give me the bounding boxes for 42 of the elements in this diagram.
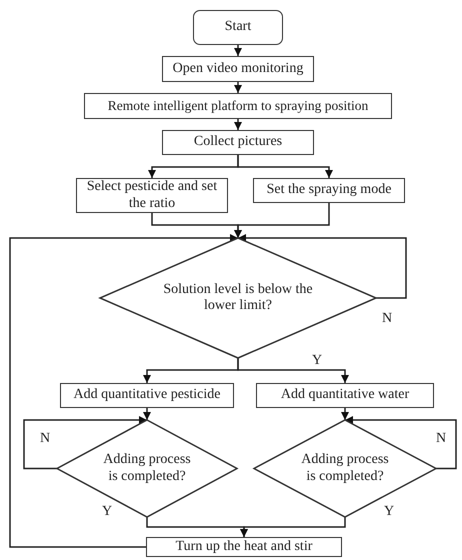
arrow (345, 416, 457, 470)
decision-text: Solution level is below the lower limit? (163, 282, 313, 314)
process-box (162, 56, 314, 82)
step-text: Remote intelligent platform to spraying position (108, 98, 368, 114)
step-text: Start (224, 19, 252, 36)
step-text: Collect pictures (194, 134, 282, 151)
arrow (240, 517, 346, 537)
arrow (237, 358, 349, 383)
step-text: Add quantitative water (280, 387, 410, 404)
edge-label: Y (312, 354, 322, 368)
arrow (234, 45, 242, 56)
terminal-box (193, 10, 283, 45)
arrow (23, 416, 147, 470)
arrow (341, 408, 349, 420)
edge-label: N (436, 432, 446, 446)
edge-label: Y (102, 505, 112, 519)
arrow (237, 155, 333, 178)
arrow (143, 408, 151, 420)
process-box (84, 93, 392, 119)
step-text: Open video monitoring (172, 60, 304, 78)
edge-label: N (382, 312, 392, 326)
process-box (60, 383, 234, 408)
decision-diamond (57, 420, 237, 517)
process-box (162, 130, 314, 155)
arrow (9, 234, 238, 548)
edge-label: Y (384, 505, 394, 519)
edge-label: N (40, 432, 50, 446)
arrow (238, 234, 407, 299)
step-text: Add quantitative pesticide (74, 387, 220, 404)
arrow (234, 119, 242, 130)
process-box (146, 537, 342, 557)
arrow (234, 82, 242, 93)
step-text: Select pesticide and set the ratio (86, 179, 218, 212)
step-text: Set the spraying mode (266, 182, 392, 199)
decision-diamond (254, 420, 436, 517)
arrow (234, 203, 330, 238)
decision-text: Adding process is completed? (300, 452, 390, 485)
process-box (76, 178, 228, 213)
step-text: Turn up the heat and stir (176, 538, 312, 556)
decision-text: Adding process is completed? (102, 452, 192, 485)
process-box (256, 383, 434, 408)
process-box (253, 178, 405, 203)
